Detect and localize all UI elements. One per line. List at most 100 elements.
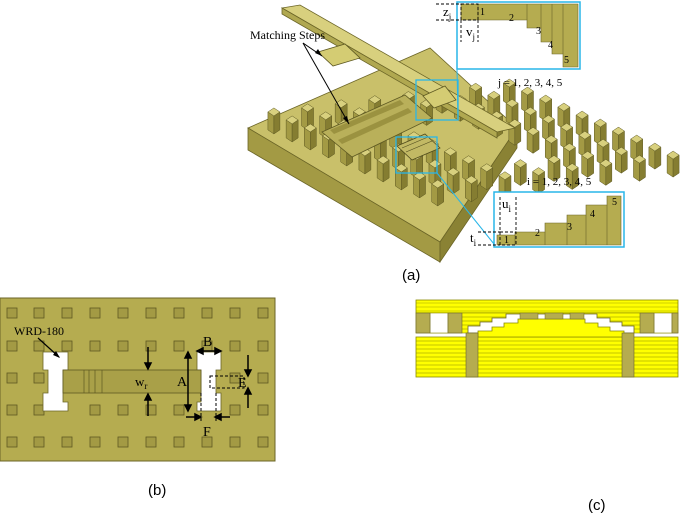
var-u: u (502, 196, 509, 211)
pin (285, 115, 299, 143)
pad (257, 372, 269, 384)
wrd-label: WRD-180 (14, 324, 64, 338)
pad (229, 340, 241, 352)
bottom-index-label: i = 1, 2, 3, 4, 5 (527, 176, 592, 188)
pad (33, 340, 45, 352)
pad (6, 307, 18, 319)
pin (469, 82, 483, 110)
pad (33, 436, 45, 448)
caption-a: (a) (402, 267, 421, 284)
dim-b: B (203, 335, 212, 350)
pin (599, 159, 613, 186)
bottom-step-2: 2 (535, 228, 540, 239)
pad (229, 436, 241, 448)
pin (508, 119, 522, 146)
arrowhead (315, 49, 322, 56)
top-step-5: 5 (564, 55, 569, 66)
pad (6, 404, 18, 416)
svg-text:ui: ui (502, 196, 512, 214)
pad (6, 372, 18, 384)
bottom-step-1: 1 (504, 235, 509, 246)
pad (61, 436, 73, 448)
pad (89, 404, 101, 416)
pad (117, 436, 129, 448)
pad (145, 436, 157, 448)
dim-f: F (203, 425, 211, 440)
pad (89, 307, 101, 319)
var-t: t (470, 230, 474, 245)
lid-matching-steps (317, 43, 361, 67)
pin (596, 138, 610, 166)
pin (542, 114, 555, 142)
svg-text:zj: zj (443, 4, 451, 22)
top-step-1: 1 (480, 7, 485, 18)
bottom-step-4: 4 (590, 209, 595, 220)
pin (431, 179, 445, 207)
arrowhead (343, 116, 349, 124)
pad (61, 340, 73, 352)
dim-w-sub: r (144, 381, 147, 391)
bottom-step-3: 3 (567, 222, 572, 233)
dimension-lines (143, 346, 253, 422)
pad (117, 404, 129, 416)
pin (523, 106, 537, 134)
sub-t: i (474, 238, 477, 248)
callout-arrow-lower (302, 42, 350, 125)
pin (593, 118, 607, 146)
svg-text:wr: wr (135, 374, 147, 391)
pin (301, 103, 314, 131)
pad (145, 340, 157, 352)
pin (446, 167, 460, 195)
panel-c-cross-section (415, 299, 679, 378)
channel-step (330, 100, 404, 134)
pin (358, 147, 372, 175)
sub-z: j (448, 12, 452, 22)
pin (560, 122, 574, 150)
pin (575, 110, 589, 138)
pad (33, 372, 45, 384)
pad (229, 372, 241, 384)
dim-e: E (238, 376, 247, 391)
pin (447, 312, 463, 334)
pin (513, 159, 527, 187)
pin (465, 332, 479, 378)
bottom-highlight-box (395, 136, 438, 174)
pin (267, 107, 281, 135)
pin (505, 98, 519, 126)
bottom-inset: ui ti 1 2 3 4 5 i = 1, 2, 3, 4, 5 (470, 176, 625, 248)
pin (464, 175, 478, 203)
panel-b-top-view: WRD-180 B A E F wr (0, 297, 276, 462)
matching-steps-label: Matching Steps (250, 28, 325, 42)
var-v: v (466, 24, 473, 39)
pad (173, 307, 185, 319)
pin (303, 123, 317, 151)
top-index-label: j = 1, 2, 3, 4, 5 (497, 77, 563, 89)
ridge-steps (477, 318, 625, 338)
pin (462, 155, 476, 183)
pad (117, 307, 129, 319)
lid-matching-steps (422, 85, 457, 109)
pin (666, 150, 680, 178)
pin (480, 163, 494, 191)
pin (557, 102, 571, 130)
gap (429, 312, 449, 334)
bottom-step-5: 5 (612, 197, 617, 208)
svg-text:ti: ti (470, 230, 477, 248)
pin (614, 146, 628, 174)
pad (89, 436, 101, 448)
e-region (209, 375, 245, 389)
pad (61, 307, 73, 319)
svg-text:vj: vj (466, 24, 475, 42)
lid-edge (281, 7, 498, 139)
top-step-3: 3 (536, 26, 541, 37)
base-side-face (439, 126, 518, 264)
pin (621, 332, 635, 378)
pad (201, 307, 213, 319)
sub-v: j (472, 32, 476, 42)
pad (257, 307, 269, 319)
pin (565, 163, 579, 190)
pad (173, 340, 185, 352)
pad (201, 436, 213, 448)
gap (653, 312, 673, 334)
